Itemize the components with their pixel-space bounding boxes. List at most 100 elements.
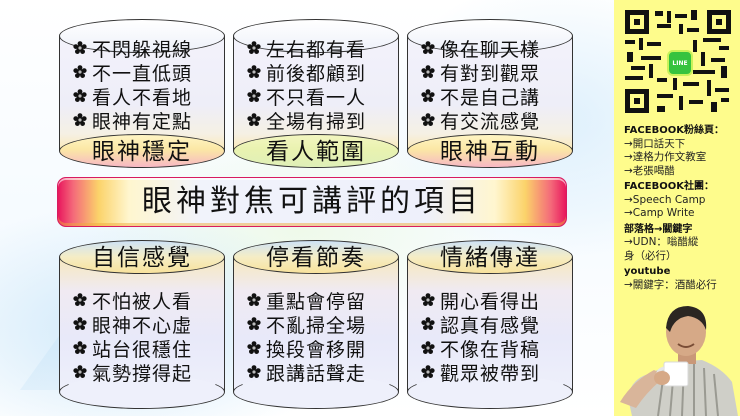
item-text: 站台很穩住 <box>92 338 193 361</box>
qr-module <box>707 80 711 96</box>
item-text: 跟講話聲走 <box>266 362 367 385</box>
line-qr-code[interactable]: LINE <box>623 8 733 115</box>
item-text: 觀眾被帶到 <box>440 362 541 385</box>
criteria-list: 不怕被人看 眼神不心虛 站台很穩住 氣勢撐得起 <box>73 288 193 385</box>
list-item: 不怕被人看 <box>73 288 192 313</box>
cylinder-label-cap <box>233 134 399 168</box>
cylinder-label: 看人範圍 <box>266 139 366 165</box>
qr-module <box>715 88 729 92</box>
cylinder-label-cap <box>59 134 225 168</box>
criteria-list: 不閃躲視線 不一直低頭 看人不看地 眼神有定點 <box>73 36 193 133</box>
qr-module <box>679 24 683 34</box>
item-text: 有交流感覺 <box>440 110 541 133</box>
contact-info: FACEBOOK粉絲頁： →開口話天下 →達格力作文教室 →老張喝醋 FACEB… <box>624 124 740 292</box>
item-text: 不閃躲視線 <box>92 38 193 61</box>
item-text: 不一直低頭 <box>92 62 193 85</box>
item-text: 不只看一人 <box>266 86 367 109</box>
qr-module <box>657 94 673 98</box>
list-item: 像在聊天樣 <box>421 36 541 61</box>
blog-line: 身（必行） <box>624 249 677 262</box>
flower-bullet-icon <box>421 293 435 307</box>
facebook-group-heading: FACEBOOK社團： <box>624 181 714 192</box>
cylinder-label: 情緒傳達 <box>440 245 540 271</box>
qr-module <box>625 40 635 44</box>
flower-bullet-icon <box>73 341 87 355</box>
list-item: 觀眾被帶到 <box>421 360 541 385</box>
facebook-group-link[interactable]: →Camp Write <box>624 207 695 219</box>
cylinder-eye-stability: 不閃躲視線 不一直低頭 看人不看地 眼神有定點 眼神穩定 <box>59 19 225 179</box>
list-item: 跟講話聲走 <box>247 360 367 385</box>
cylinder-emotion-delivery: 情緒傳達 開心看得出 認真有感覺 不像在背稿 觀眾被帶到 <box>407 240 573 410</box>
cylinder-body <box>407 36 573 151</box>
qr-module <box>689 100 703 104</box>
list-item: 有交流感覺 <box>421 108 541 133</box>
cylinder-viewing-range: 左右都有看 前後都顧到 不只看一人 全場有掃到 看人範圍 <box>233 19 399 179</box>
qr-module <box>701 52 705 66</box>
qr-module <box>721 98 729 102</box>
item-text: 不亂掃全場 <box>266 314 367 337</box>
qr-module <box>693 70 715 74</box>
cylinder-pause-rhythm: 停看節奏 重點會停留 不亂掃全場 換段會移開 跟講話聲走 <box>233 240 399 410</box>
list-item: 開心看得出 <box>421 288 541 313</box>
facebook-page-link[interactable]: →達格力作文教室 <box>624 151 707 163</box>
cylinder-body <box>233 36 399 151</box>
flower-bullet-icon <box>73 365 87 379</box>
flower-bullet-icon <box>247 293 261 307</box>
flower-bullet-icon <box>247 317 261 331</box>
facebook-page-link[interactable]: →開口話天下 <box>624 137 686 150</box>
presenter-photo <box>618 298 740 417</box>
criteria-list: 開心看得出 認真有感覺 不像在背稿 觀眾被帶到 <box>421 288 541 385</box>
criteria-list: 重點會停留 不亂掃全場 換段會移開 跟講話聲走 <box>247 288 367 385</box>
item-text: 全場有掃到 <box>266 110 367 133</box>
item-text: 認真有感覺 <box>440 314 541 337</box>
cylinder-top-cap <box>407 19 573 53</box>
list-item: 氣勢撐得起 <box>73 360 192 385</box>
qr-module <box>719 46 729 50</box>
flower-bullet-icon <box>247 41 261 55</box>
qr-module <box>657 78 667 82</box>
list-item: 不亂掃全場 <box>247 312 367 337</box>
cylinder-label: 眼神穩定 <box>92 139 192 165</box>
list-item: 重點會停留 <box>247 288 366 313</box>
list-item: 不是自己講 <box>421 84 540 109</box>
youtube-line: →關鍵字：酒醋必行 <box>624 278 717 291</box>
qr-module <box>655 11 663 16</box>
flower-bullet-icon <box>73 113 87 127</box>
flower-bullet-icon <box>421 89 435 103</box>
list-item: 前後都顧到 <box>247 60 366 85</box>
line-logo-icon: LINE <box>667 50 693 76</box>
facebook-page-link[interactable]: →老張喝醋 <box>624 164 675 177</box>
flower-bullet-icon <box>421 341 435 355</box>
item-text: 開心看得出 <box>440 290 541 313</box>
item-text: 換段會移開 <box>266 338 367 361</box>
qr-module <box>721 66 727 78</box>
title-banner: 眼神對焦可講評的項目 <box>57 177 567 227</box>
cylinder-label-cap <box>233 240 399 274</box>
qr-module <box>657 24 671 28</box>
list-item: 有對到觀眾 <box>421 60 540 85</box>
blog-line: →UDN：嗡醋縱 <box>624 236 699 248</box>
criteria-list: 左右都有看 前後都顧到 不只看一人 全場有掃到 <box>247 36 367 133</box>
item-text: 像在聊天樣 <box>440 38 541 61</box>
facebook-group-link[interactable]: →Speech Camp <box>624 193 706 206</box>
cylinder-label: 眼神互動 <box>440 139 540 165</box>
list-item: 不一直低頭 <box>73 60 193 85</box>
cylinder-top-cap <box>59 19 225 53</box>
flower-bullet-icon <box>421 113 435 127</box>
qr-module <box>703 38 721 42</box>
list-item: 左右都有看 <box>247 36 366 61</box>
cylinder-bottom-arc <box>59 375 225 409</box>
cylinder-bottom-arc <box>407 375 573 409</box>
qr-module <box>711 58 725 62</box>
youtube-heading: youtube <box>624 266 671 277</box>
item-text: 眼神不心虛 <box>92 314 193 337</box>
flower-bullet-icon <box>247 365 261 379</box>
qr-module <box>693 40 697 52</box>
cylinder-body <box>59 257 225 392</box>
cylinder-top-cap <box>233 19 399 53</box>
qr-module <box>631 66 645 70</box>
flower-bullet-icon <box>421 65 435 79</box>
qr-module <box>641 56 661 60</box>
item-text: 眼神有定點 <box>92 110 193 133</box>
cylinder-eye-interaction: 像在聊天樣 有對到觀眾 不是自己講 有交流感覺 眼神互動 <box>407 19 573 179</box>
